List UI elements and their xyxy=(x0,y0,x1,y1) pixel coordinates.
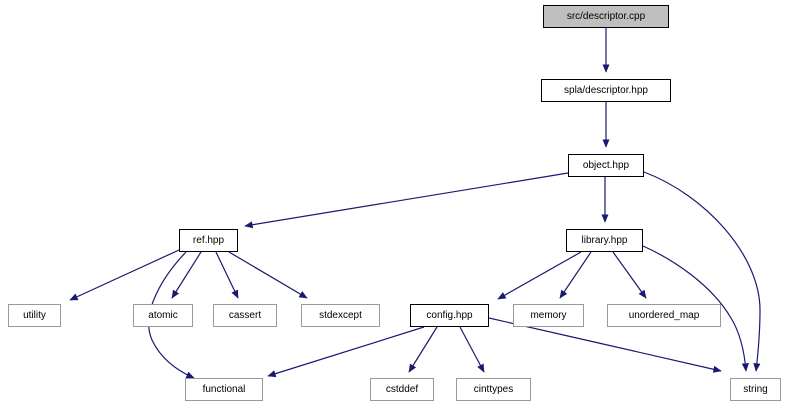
node-cstddef[interactable]: cstddef xyxy=(370,378,434,401)
node-utility[interactable]: utility xyxy=(8,304,61,327)
edge-ref_hpp-to-cassert xyxy=(215,251,239,299)
node-unordered_map[interactable]: unordered_map xyxy=(607,304,721,327)
edge-ref_hpp-to-atomic xyxy=(171,251,202,299)
edge-object_hpp-to-ref_hpp xyxy=(244,172,569,229)
node-atomic[interactable]: atomic xyxy=(133,304,193,327)
edge-config_hpp-to-cinttypes xyxy=(459,326,485,373)
edge-library_hpp-to-memory xyxy=(559,251,592,299)
edge-ref_hpp-to-stdexcept xyxy=(228,251,308,299)
edge-library_hpp-to-config_hpp xyxy=(497,251,582,300)
edge-ref_hpp-to-utility xyxy=(69,249,180,301)
node-ref_hpp[interactable]: ref.hpp xyxy=(179,229,238,252)
node-string[interactable]: string xyxy=(730,378,781,401)
node-functional[interactable]: functional xyxy=(185,378,263,401)
node-cassert[interactable]: cassert xyxy=(213,304,277,327)
node-config_hpp[interactable]: config.hpp xyxy=(410,304,489,327)
edge-object_hpp-to-string xyxy=(643,171,761,372)
node-object_hpp[interactable]: object.hpp xyxy=(568,154,644,177)
edge-config_hpp-to-cstddef xyxy=(408,326,438,373)
node-stdexcept[interactable]: stdexcept xyxy=(301,304,380,327)
node-src_descriptor_cpp[interactable]: src/descriptor.cpp xyxy=(543,5,669,28)
node-memory[interactable]: memory xyxy=(513,304,584,327)
node-spla_descriptor_hpp[interactable]: spla/descriptor.hpp xyxy=(541,79,671,102)
edge-config_hpp-to-functional xyxy=(267,326,425,378)
node-library_hpp[interactable]: library.hpp xyxy=(566,229,643,252)
node-cinttypes[interactable]: cinttypes xyxy=(456,378,531,401)
edge-library_hpp-to-unordered_map xyxy=(612,251,647,299)
